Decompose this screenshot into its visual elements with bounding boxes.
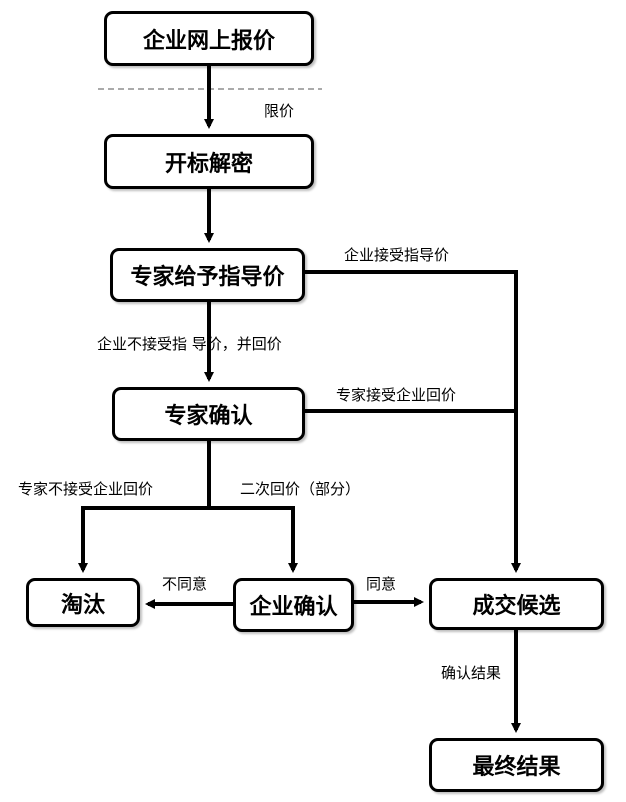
node-eliminate[interactable]: 淘汰 — [26, 578, 140, 627]
node-bid-decrypt[interactable]: 开标解密 — [104, 134, 314, 189]
node-final-result[interactable]: 最终结果 — [429, 738, 604, 792]
label-agree: 同意 — [366, 575, 397, 593]
node-expert-confirm[interactable]: 专家确认 — [112, 387, 305, 441]
label-confirm-result: 确认结果 — [441, 664, 502, 682]
label-expert-rejects-counter: 专家不接受企业回价 — [18, 480, 154, 498]
edge-guide-to-candidate — [305, 270, 521, 573]
node-expert-guide-price[interactable]: 专家给予指导价 — [110, 248, 305, 302]
node-deal-candidate[interactable]: 成交候选 — [429, 578, 604, 630]
label-price-limit: 限价 — [264, 102, 295, 120]
label-enterprise-accepts-guide: 企业接受指导价 — [344, 246, 450, 264]
label-second-counter: 二次回价（部分） — [240, 480, 361, 498]
label-expert-accepts-counter: 专家接受企业回价 — [336, 386, 457, 404]
node-online-quote[interactable]: 企业网上报价 — [104, 11, 314, 66]
label-enterprise-rejects-guide: 企业不接受指 导价，并回价 — [97, 335, 282, 353]
label-disagree: 不同意 — [162, 575, 208, 593]
node-enterprise-confirm[interactable]: 企业确认 — [233, 578, 354, 632]
